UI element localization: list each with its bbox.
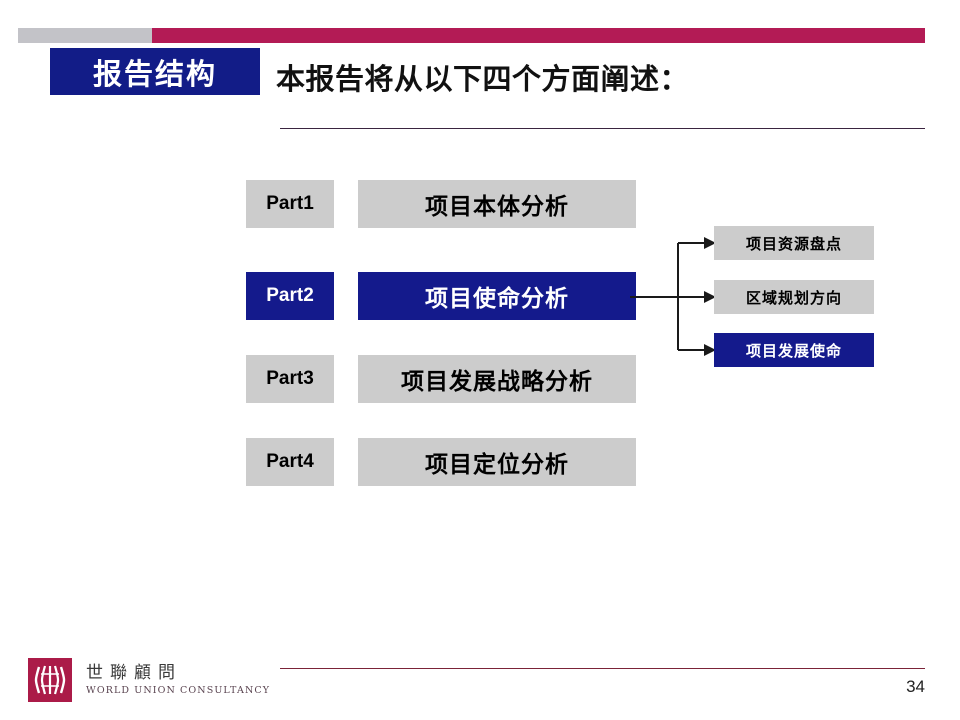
part-title: 项目本体分析 xyxy=(358,180,636,228)
sub-item-box[interactable]: 项目发展使命 xyxy=(714,333,874,367)
header-divider xyxy=(280,128,925,129)
part-title: 项目使命分析 xyxy=(358,272,636,320)
sub-item-box[interactable]: 区域规划方向 xyxy=(714,280,874,314)
part-tag: Part4 xyxy=(246,438,334,486)
section-tab: 报告结构 xyxy=(50,48,260,95)
part-title: 项目发展战略分析 xyxy=(358,355,636,403)
footer-divider xyxy=(280,668,925,669)
topbar-crimson-segment xyxy=(152,28,925,43)
logo-emblem-icon xyxy=(28,658,72,702)
logo-english-name: WORLD UNION CONSULTANCY xyxy=(86,685,271,697)
logo-glyph-icon xyxy=(34,665,66,695)
branch-connector-arrows xyxy=(630,237,716,356)
company-logo: 世聯顧問 WORLD UNION CONSULTANCY xyxy=(28,658,270,702)
topbar-gray-segment xyxy=(18,28,152,43)
sub-item-box[interactable]: 项目资源盘点 xyxy=(714,226,874,260)
section-tab-label: 报告结构 xyxy=(92,58,217,91)
part-tag: Part1 xyxy=(246,180,334,228)
logo-chinese-name: 世聯顧問 xyxy=(86,662,182,683)
logo-text: 世聯顧問 WORLD UNION CONSULTANCY xyxy=(86,662,271,697)
part-title: 项目定位分析 xyxy=(358,438,636,486)
page-title: 本报告将从以下四个方面阐述： xyxy=(276,64,690,96)
part-tag: Part3 xyxy=(246,355,334,403)
page-number: 34 xyxy=(906,677,925,696)
part-tag: Part2 xyxy=(246,272,334,320)
